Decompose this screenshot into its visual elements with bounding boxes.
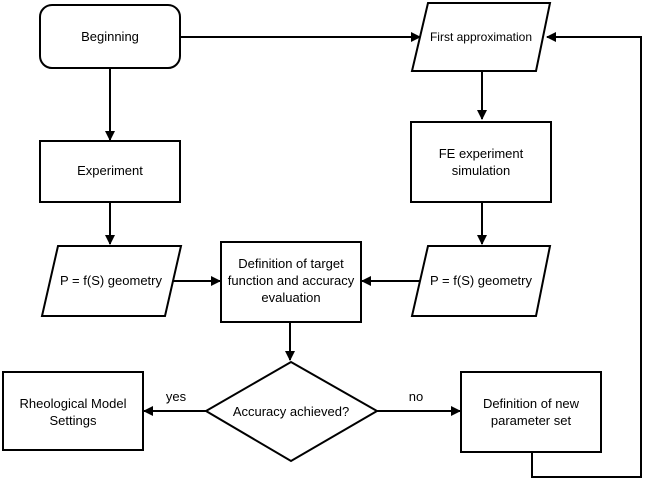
node-fe-simulation-line-2: simulation: [452, 163, 511, 178]
edge-label-no: no: [409, 389, 423, 404]
node-pfs-left: P = f(S) geometry: [40, 245, 183, 317]
node-experiment-label: Experiment: [77, 163, 143, 178]
node-beginning: Beginning: [39, 4, 181, 69]
node-pfs-right-label: P = f(S) geometry: [430, 273, 532, 288]
connectors: [105, 32, 642, 478]
node-target-function-line-1: Definition of target: [238, 256, 344, 271]
node-pfs-left-label: P = f(S) geometry: [60, 273, 162, 288]
node-target-function: Definition of target function and accura…: [220, 241, 362, 323]
node-rheological-line-2: Settings: [50, 413, 97, 428]
node-pfs-right: P = f(S) geometry: [410, 245, 552, 317]
node-target-function-line-2: function and accuracy: [228, 273, 355, 288]
node-first-approximation: First approximation: [410, 2, 552, 72]
node-new-parameter-line-1: Definition of new: [483, 396, 580, 411]
edge-new-parameter-to-first-approximation: [531, 32, 642, 478]
node-accuracy-decision: Accuracy achieved?: [204, 360, 380, 463]
node-fe-simulation: FE experiment simulation: [410, 121, 552, 203]
edge-label-yes: yes: [166, 389, 187, 404]
node-new-parameter-line-2: parameter set: [491, 413, 572, 428]
node-experiment: Experiment: [39, 140, 181, 203]
node-first-approximation-label: First approximation: [430, 30, 532, 44]
node-accuracy-label: Accuracy achieved?: [233, 404, 349, 419]
node-fe-simulation-line-1: FE experiment: [439, 146, 524, 161]
node-rheological: Rheological Model Settings: [2, 371, 144, 451]
node-rheological-line-1: Rheological Model: [20, 396, 127, 411]
node-beginning-label: Beginning: [81, 29, 139, 44]
node-new-parameter: Definition of new parameter set: [460, 371, 602, 453]
node-target-function-line-3: evaluation: [261, 290, 320, 305]
